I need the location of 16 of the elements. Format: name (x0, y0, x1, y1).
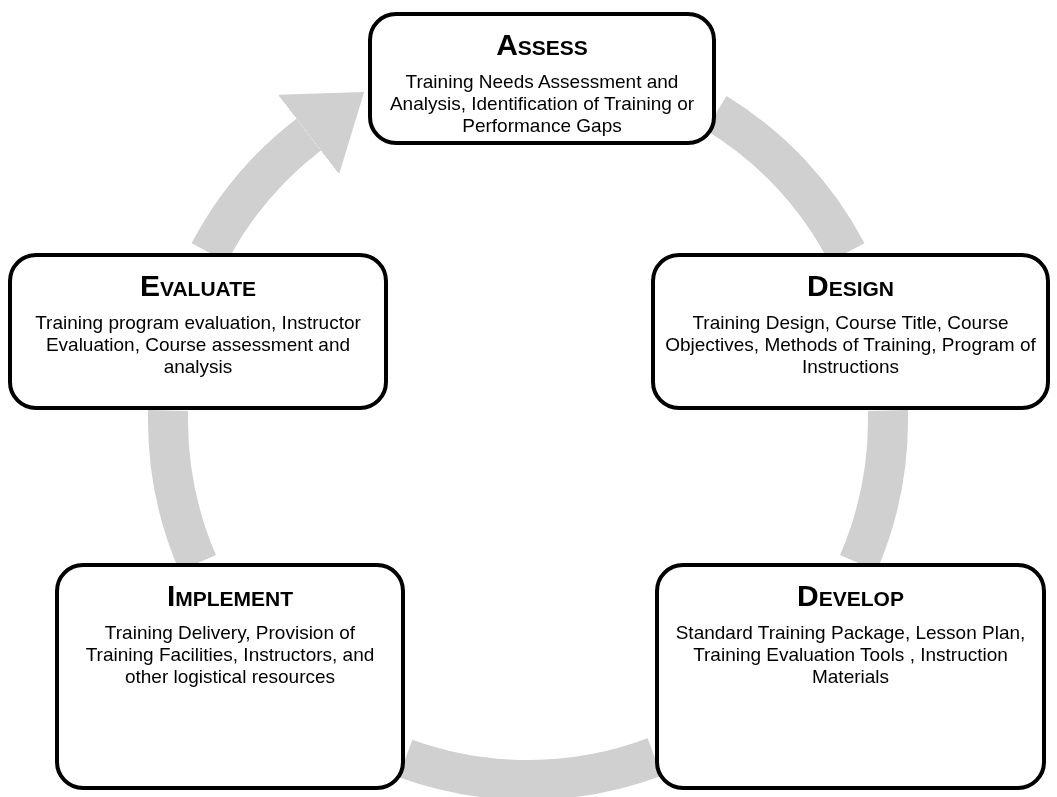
stage-box (55, 563, 405, 790)
stage-description: Training Delivery, Provision of Training Facilities, Instructors, and other logistical resources (84, 622, 376, 688)
stage-title: Implement (166, 579, 294, 612)
stage-box (368, 12, 716, 145)
stage-title: Assess (496, 28, 588, 61)
stage-description: Training program evaluation, Instructor Evaluation, Course assessment and analysis (34, 312, 362, 378)
stage-box (651, 253, 1050, 410)
stage-title: Develop (797, 579, 904, 612)
stage-description: Training Design, Course Title, Course Objectives, Methods of Training, Program of Instructions (665, 312, 1036, 378)
ring-segment (399, 737, 661, 797)
stage-title: Design (807, 269, 894, 302)
stage-description: Standard Training Package, Lesson Plan, Training Evaluation Tools , Instruction Materials (674, 622, 1027, 688)
stage-description: Training Needs Assessment and Analysis, Identification of Training or Performance Gaps (388, 71, 696, 137)
stage-box (655, 563, 1046, 790)
stage-box (8, 253, 388, 410)
stage-title: Evaluate (139, 269, 257, 302)
